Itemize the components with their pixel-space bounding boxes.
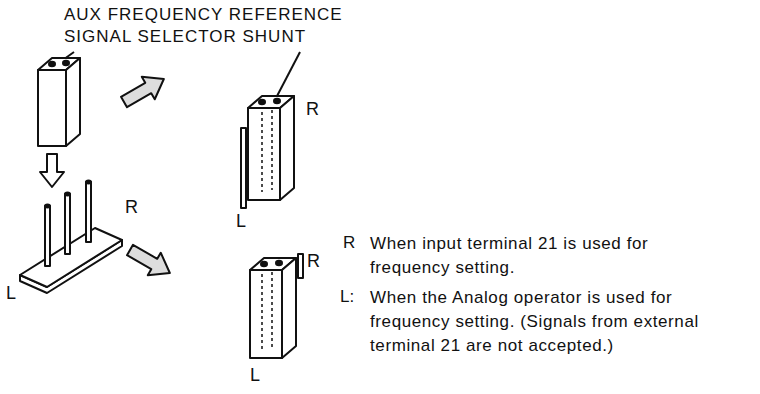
note-text: When input terminal 21 is used for frequ… (370, 232, 710, 280)
shunt-position-r (241, 96, 294, 208)
part-name: AUX FREQUENCY REFERENCE SIGNAL SELECTOR … (64, 4, 394, 48)
hollow-arrow (118, 68, 171, 114)
position-letter: L (250, 364, 260, 386)
leader-line (276, 52, 300, 98)
hollow-arrow (40, 154, 64, 187)
position-letter: R (306, 98, 319, 120)
position-letter: L (6, 282, 16, 304)
position-letter: R (125, 196, 138, 218)
position-letter: L (236, 210, 246, 232)
note-text: When the Analog operator is used for fre… (370, 286, 710, 358)
note-key: L: (340, 286, 354, 307)
hollow-arrow (124, 239, 177, 285)
position-letter: R (307, 250, 320, 272)
shunt-position-l (250, 254, 303, 358)
shunt-loose (38, 58, 80, 146)
pin-header (20, 181, 122, 294)
note-key: R (343, 232, 355, 253)
